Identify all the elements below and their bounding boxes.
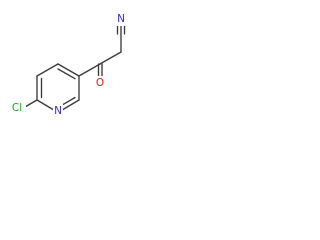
bond-c5-c4 — [36, 63, 59, 77]
bond-c4-c3 — [57, 63, 80, 77]
bond-c2-n-inner — [62, 96, 76, 106]
oxygen-atom-label: O — [96, 77, 104, 89]
pyridine-ring — [36, 63, 80, 111]
bond-c2-n — [62, 99, 80, 111]
structure-diagram: Cl N O N — [8, 13, 126, 117]
atom-labels: Cl N O N — [8, 13, 126, 117]
nitrile-nitrogen-atom-label: N — [117, 13, 125, 25]
ring-nitrogen-atom-label: N — [54, 105, 62, 117]
bond-carbonyl-ch2 — [99, 51, 122, 65]
chlorine-atom-label: Cl — [12, 102, 22, 114]
bond-c3-carbonyl — [78, 63, 101, 77]
bond-n-c6 — [36, 99, 54, 111]
bond-c6-cl — [24, 99, 38, 108]
bond-c4-c3-inner — [57, 68, 76, 80]
